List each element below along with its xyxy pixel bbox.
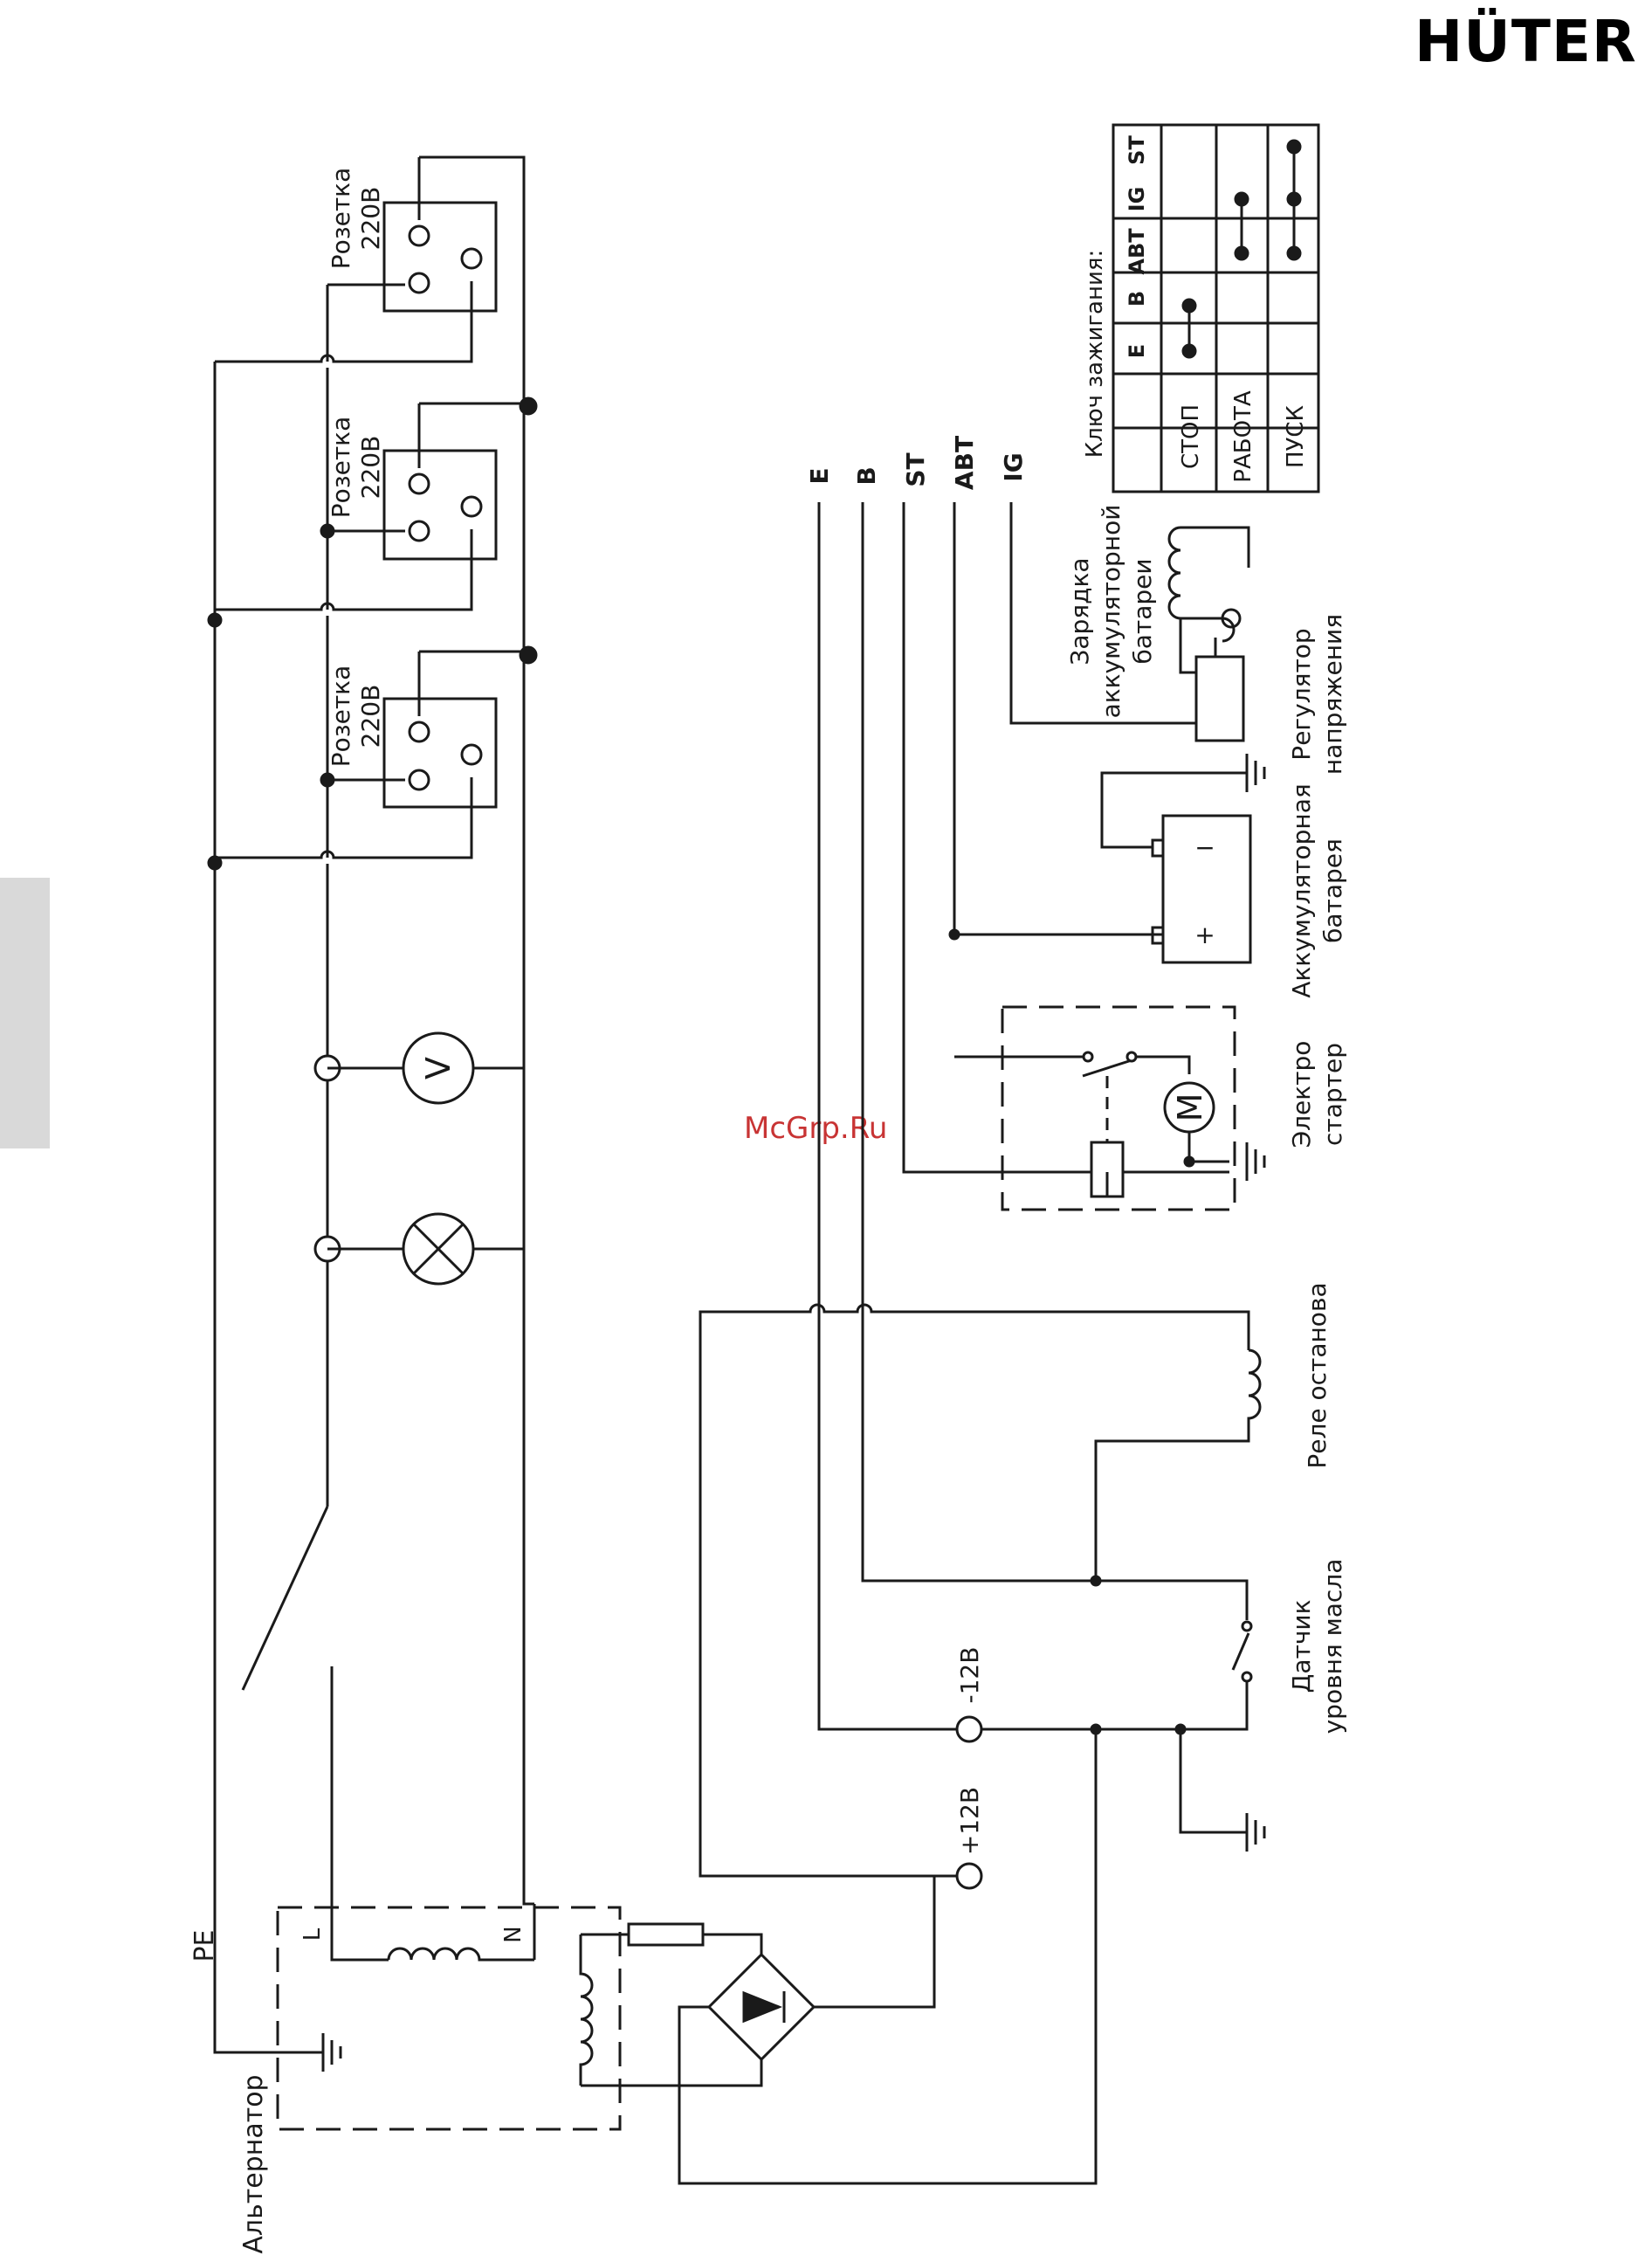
oil-level-sensor <box>1096 1581 1251 1693</box>
stop-relay-label: Реле останова <box>1303 1282 1332 1468</box>
battery-label-line1: Аккумуляторная <box>1287 783 1316 998</box>
oil-sensor-label-line2: уровня масла <box>1318 1559 1347 1734</box>
neutral-line <box>327 157 536 1904</box>
outlet-2-label-line1: Розетка <box>327 417 355 519</box>
outlet-1-label-line1: Розетка <box>327 168 355 270</box>
ignition-header-ig: IG <box>1125 187 1149 212</box>
charge-label-line1: Зарядка <box>1065 557 1094 665</box>
voltmeter-symbol: V <box>419 1057 458 1079</box>
terminal-l-label: L <box>299 1928 326 1941</box>
phase-line <box>243 285 389 1960</box>
battery-label-line2: батарея <box>1318 838 1347 943</box>
alternator-label: Альтернатор <box>238 2074 269 2253</box>
outlet-1-label-line2: 220В <box>356 187 385 251</box>
feeder-lines <box>215 281 472 858</box>
battery-plus: + <box>1194 921 1215 949</box>
starter-label-line1: Электро <box>1287 1041 1316 1148</box>
diagram-labels: Розетка 220В Розетка 220В Розетка 220В P… <box>189 135 1347 2254</box>
minus12-label: -12В <box>955 1647 984 1704</box>
bus-b-label: B <box>852 466 881 485</box>
terminal-n-label: N <box>500 1926 527 1942</box>
ground-symbols <box>323 754 1264 2072</box>
voltmeter: V <box>340 1033 524 1103</box>
regulator-label-line1: Регулятор <box>1287 628 1316 760</box>
electric-starter: M <box>954 1007 1235 1210</box>
ignition-header-abt: ABT <box>1125 228 1149 275</box>
outlet-2-label-line2: 220В <box>356 436 385 500</box>
starter-label-line2: стартер <box>1318 1043 1347 1146</box>
outlet-3-label-line2: 220В <box>356 685 385 748</box>
ignition-header-st: ST <box>1125 135 1149 165</box>
bus-st-label: ST <box>901 452 930 486</box>
ignition-table-title: Ключ зажигания: <box>1082 250 1108 459</box>
indicator-lamp <box>340 1214 524 1284</box>
bus-e-label: E <box>805 467 834 484</box>
ignition-header-b: B <box>1125 291 1149 307</box>
pe-line <box>209 362 323 2052</box>
battery: + − <box>950 773 1250 962</box>
outlet-3-label-line1: Розетка <box>327 665 355 768</box>
ignition-row-stop: СТОП <box>1178 404 1204 469</box>
plus12-label: +12В <box>955 1787 984 1855</box>
stop-relay <box>1096 1350 1260 1581</box>
bus-abt-label: ABT <box>950 436 979 490</box>
regulator-label-line2: напряжения <box>1318 614 1347 775</box>
rectifier-bridge <box>629 1729 1096 2183</box>
bus-ig-label: IG <box>999 452 1028 481</box>
charge-label-line3: батареи <box>1128 558 1157 664</box>
motor-symbol: M <box>1171 1093 1209 1122</box>
pe-label: PE <box>189 1929 220 1962</box>
oil-sensor-label-line1: Датчик <box>1287 1600 1316 1693</box>
ignition-header-e: E <box>1125 344 1149 358</box>
control-bus <box>863 502 1229 1585</box>
ignition-row-start: ПУСК <box>1283 405 1309 468</box>
ignition-row-run: РАБОТА <box>1230 390 1256 483</box>
charge-label-line2: аккумуляторной <box>1097 505 1125 719</box>
battery-minus: − <box>1194 833 1215 862</box>
